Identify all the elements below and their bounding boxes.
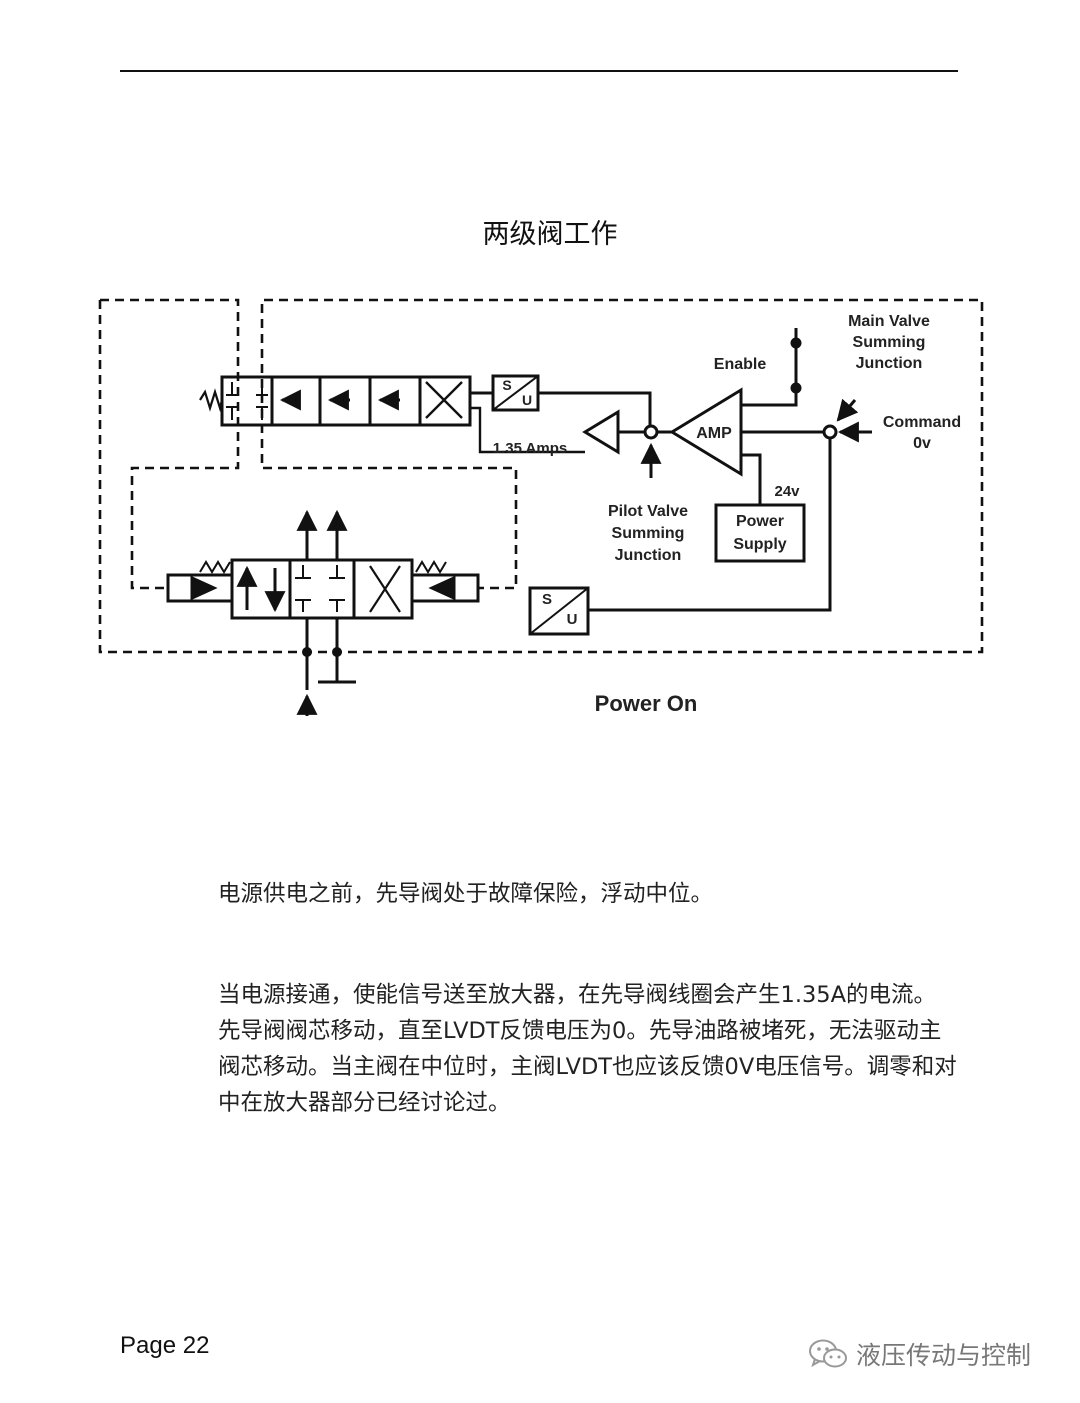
pilot-valve bbox=[199, 375, 472, 427]
pilot-stage-enclosure bbox=[98, 298, 984, 654]
main-summing-junction bbox=[822, 424, 838, 440]
paragraph-1: 电源供电之前，先导阀处于故障保险，浮动中位。 bbox=[218, 881, 714, 907]
voltage-label: 24v bbox=[774, 483, 800, 500]
command-label: Command bbox=[883, 414, 961, 431]
main-spring-right-icon bbox=[415, 560, 447, 574]
power-supply-box bbox=[714, 503, 806, 563]
pilot-sj-label-2: Summing bbox=[612, 525, 685, 542]
paragraph-2: 当电源接通，使能信号送至放大器，在先导阀线圈会产生1.35A的电流。先导阀阀芯移… bbox=[218, 982, 957, 1116]
power-supply-label-1: Power bbox=[736, 513, 784, 530]
main-lvdt-u-label: U bbox=[567, 611, 578, 628]
main-lvdt-icon bbox=[528, 586, 590, 636]
pilot-lvdt-u-label: U bbox=[522, 392, 532, 408]
diagram-caption: Power On bbox=[595, 691, 698, 716]
pilot-lvdt-s-label: S bbox=[502, 377, 511, 393]
main-sj-label-2: Summing bbox=[853, 334, 926, 351]
command-value-label: 0v bbox=[913, 435, 931, 452]
hydraulic-schematic: Main Valve Summing Junction Enable Comma… bbox=[98, 298, 984, 716]
pilot-summing-junction bbox=[643, 424, 659, 440]
page-title: 两级阀工作 bbox=[482, 219, 618, 250]
enable-label: Enable bbox=[714, 356, 767, 373]
pilot-sj-label-1: Pilot Valve bbox=[608, 503, 688, 520]
main-sj-label-3: Junction bbox=[856, 355, 923, 372]
pilot-sj-label-3: Junction bbox=[615, 547, 682, 564]
page-number: Page 22 bbox=[120, 1332, 210, 1359]
main-spring-left-icon bbox=[199, 560, 231, 574]
wechat-icon bbox=[809, 1339, 847, 1368]
watermark: 液压传动与控制 bbox=[808, 1336, 1031, 1372]
power-supply-label-2: Supply bbox=[733, 536, 786, 553]
amp-label: AMP bbox=[696, 425, 732, 442]
main-valve bbox=[166, 558, 480, 620]
watermark-text: 液压传动与控制 bbox=[856, 1341, 1032, 1370]
main-sj-label-1: Main Valve bbox=[848, 313, 930, 330]
main-lvdt-s-label: S bbox=[542, 591, 552, 608]
pilot-spring-icon bbox=[199, 388, 224, 413]
current-label: 1.35 Amps bbox=[493, 440, 567, 457]
pilot-driver-icon bbox=[582, 409, 620, 455]
header-rule bbox=[120, 70, 958, 72]
